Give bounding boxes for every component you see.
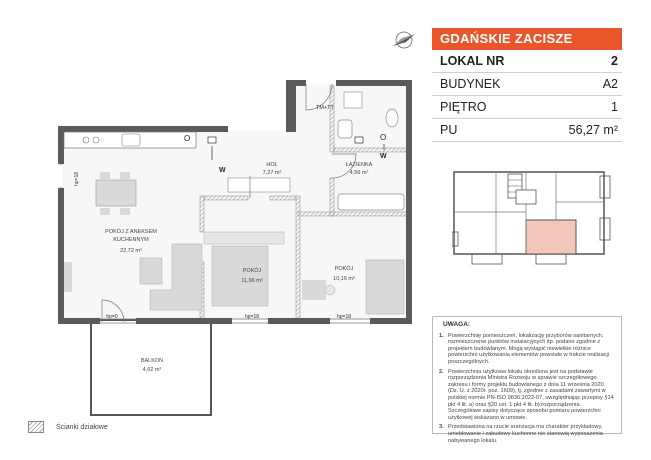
room-lazienka-area: 4,56 m² xyxy=(350,170,369,176)
hp-label-room2: hp=18 xyxy=(337,314,351,320)
balcony-door xyxy=(101,299,125,323)
note-text: Powierzchnia użytkowa lokalu określona j… xyxy=(448,368,614,421)
key-plan-highlight xyxy=(525,219,577,255)
note-number: 3. xyxy=(439,424,444,431)
key-plan xyxy=(452,171,611,265)
room-pokoj2-area: 10,16 m² xyxy=(333,276,355,282)
info-panel: GDAŃSKIE ZACISZE LOKAL NR 2 BUDYNEK A2 P… xyxy=(432,28,622,142)
w-mark-bath: W xyxy=(380,153,387,160)
floor-plan: HOL 7,27 m² ŁAZIENKA 4,56 m² POKÓJ Z ANE… xyxy=(58,31,415,416)
o-mark-bath: O xyxy=(380,133,386,142)
legend: Ścianki działowe xyxy=(28,421,108,433)
compass-icon xyxy=(393,31,415,49)
note-item: 2. Powierzchnia użytkowa lokalu określon… xyxy=(439,369,615,422)
bathtub xyxy=(337,193,405,211)
desk xyxy=(302,280,326,300)
outer-walls xyxy=(58,80,412,324)
bathroom-door xyxy=(331,153,357,179)
meter-box-icon xyxy=(354,136,364,144)
row-label: PIĘTRO xyxy=(440,100,487,114)
room-balkon-area: 4,62 m² xyxy=(143,367,162,373)
note-number: 2. xyxy=(439,368,444,375)
hob-burner xyxy=(82,136,90,144)
note-item: 3. Przedstawiona na rzucie aranżacja ma … xyxy=(439,424,615,444)
hatch-swatch-icon xyxy=(28,421,44,433)
entrance-door xyxy=(305,83,333,111)
legend-label: Ścianki działowe xyxy=(56,423,108,431)
room-pokoj1-area: 11,96 m² xyxy=(241,278,262,284)
note-number: 1. xyxy=(439,332,444,339)
dining-table xyxy=(95,179,137,207)
notes-box: UWAGA: 1. Powierzchnię pomieszczeń, loka… xyxy=(432,316,622,444)
kitchen-counter xyxy=(63,131,197,149)
room-pokoj2-name: POKÓJ xyxy=(335,265,354,272)
room-kitchen-name-1: POKÓJ Z ANEKSEM xyxy=(105,228,157,235)
row-label: BUDYNEK xyxy=(440,77,501,91)
dining-chair xyxy=(120,172,130,179)
row-label: PU xyxy=(440,123,458,137)
room-pokoj1-name: POKÓJ xyxy=(243,267,262,274)
desk-chair xyxy=(324,284,336,296)
hp-label-west: hp=18 xyxy=(74,172,80,186)
row-pu: PU 56,27 m² xyxy=(432,119,622,142)
o-mark-kitchen: O xyxy=(184,134,190,143)
bed-1 xyxy=(211,245,269,307)
wardrobe-1 xyxy=(203,231,285,245)
kitchen-sink xyxy=(121,133,141,147)
washbasin xyxy=(337,119,353,139)
hob-burner xyxy=(92,136,100,144)
row-label: LOKAL NR xyxy=(440,54,505,68)
windows xyxy=(59,163,370,324)
dining-chair xyxy=(120,208,130,215)
sofa xyxy=(149,243,203,311)
tm-tt-mark: TM+TT xyxy=(316,105,335,111)
toilet xyxy=(385,108,399,128)
notes-title: UWAGA: xyxy=(443,321,471,328)
hall-wardrobe xyxy=(227,177,291,193)
row-value: A2 xyxy=(602,77,618,91)
tv-unit xyxy=(64,262,72,292)
note-text: Przedstawiona na rzucie aranżacja ma cha… xyxy=(448,424,603,444)
note-item: 1. Powierzchnię pomieszczeń, lokalizację… xyxy=(439,333,615,366)
room-kitchen-name-2: KUCHENNYM xyxy=(113,237,149,243)
washing-machine xyxy=(343,91,363,109)
meter-box-icon xyxy=(207,136,217,144)
hp-label-balcony: hp=0 xyxy=(106,314,117,320)
note-text: Powierzchnię pomieszczeń, lokalizację pr… xyxy=(448,332,610,365)
row-value: 2 xyxy=(611,54,618,68)
brand-bar: GDAŃSKIE ZACISZE xyxy=(432,28,622,50)
room-lazienka-name: ŁAZIENKA xyxy=(346,162,373,168)
w-mark-kitchen: W xyxy=(219,167,226,174)
row-value: 56,27 m² xyxy=(568,123,618,137)
dining-chair xyxy=(100,208,110,215)
row-pietro: PIĘTRO 1 xyxy=(432,96,622,119)
bed-2 xyxy=(365,259,405,315)
row-value: 1 xyxy=(611,100,618,114)
dining-chair xyxy=(100,172,110,179)
room-kitchen-area: 22,72 m² xyxy=(120,248,142,254)
room-hol-area: 7,27 m² xyxy=(263,170,282,176)
room-balkon-name: BALKON xyxy=(141,358,163,364)
row-budynek: BUDYNEK A2 xyxy=(432,73,622,96)
armchair xyxy=(139,257,163,285)
room-hol-name: HOL xyxy=(266,162,277,168)
row-lokal: LOKAL NR 2 xyxy=(432,50,622,73)
hp-label-room1: hp=18 xyxy=(245,314,259,320)
